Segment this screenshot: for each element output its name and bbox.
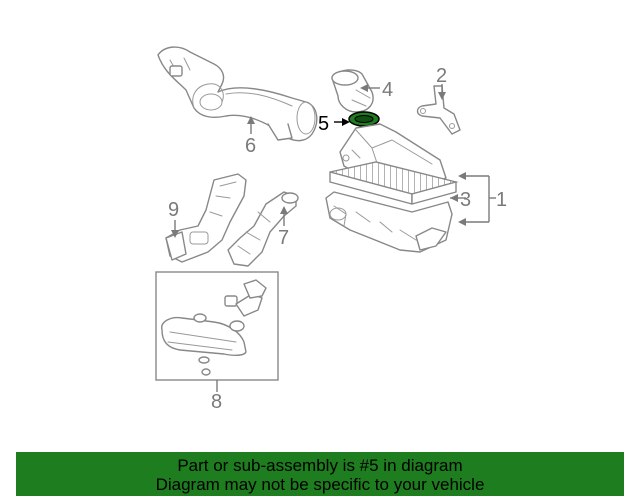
banner-line-2: Diagram may not be specific to your vehi… — [155, 475, 485, 494]
callout-5: 5 — [318, 113, 329, 135]
callout-1: 1 — [496, 189, 507, 211]
air-duct-part-9[interactable] — [165, 173, 247, 263]
callout-3: 3 — [460, 189, 471, 211]
callout-9: 9 — [168, 199, 179, 221]
seal-ring-part-5[interactable] — [348, 111, 380, 127]
intake-hose-part-6[interactable] — [157, 46, 318, 142]
callout-8: 8 — [211, 391, 222, 413]
bracket-part-2[interactable] — [416, 85, 461, 135]
callout-4: 4 — [382, 79, 393, 101]
banner-line-1: Part or sub-assembly is #5 in diagram — [177, 456, 463, 475]
resonator-duct-part-7[interactable] — [227, 191, 299, 267]
air-cleaner-assembly-part-1[interactable] — [325, 123, 459, 253]
filter-element-part-3[interactable] — [329, 161, 459, 205]
parts-diagram: 1 2 3 4 5 6 7 8 9 — [155, 46, 507, 413]
callout-2: 2 — [436, 65, 447, 87]
intake-resonator-part-8[interactable] — [161, 279, 267, 376]
callout-6: 6 — [245, 135, 256, 157]
air-flow-sensor-part-4[interactable] — [331, 69, 374, 113]
callout-7: 7 — [278, 227, 289, 249]
info-banner: Part or sub-assembly is #5 in diagram Di… — [16, 452, 624, 496]
